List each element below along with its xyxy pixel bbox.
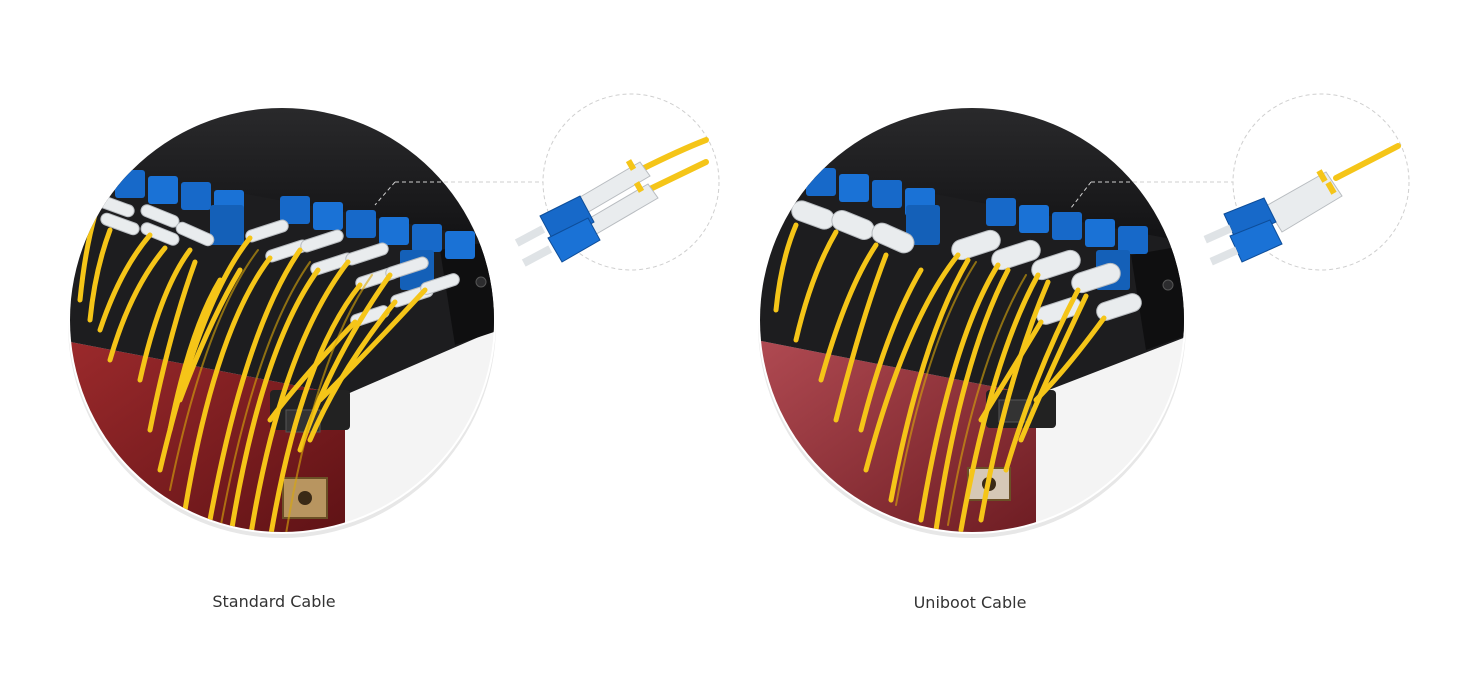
uniboot-cable-caption: Uniboot Cable	[913, 593, 1027, 612]
lc-duplex-connector-icon	[514, 137, 709, 267]
yellow-fibers	[77, 212, 428, 532]
lc-uniboot-connector-icon	[1203, 143, 1401, 266]
standard-cable-caption: Standard Cable	[212, 592, 336, 611]
patch-panel-closeup	[70, 108, 494, 532]
standard-cable-panel: Standard Cable	[0, 0, 736, 684]
uniboot-cable-illustration	[758, 93, 1410, 538]
uniboot-cable-panel: Uniboot Cable	[736, 0, 1472, 684]
standard-cable-illustration	[68, 93, 720, 538]
patch-panel-closeup	[760, 108, 1184, 532]
yellow-fibers	[773, 222, 1107, 532]
